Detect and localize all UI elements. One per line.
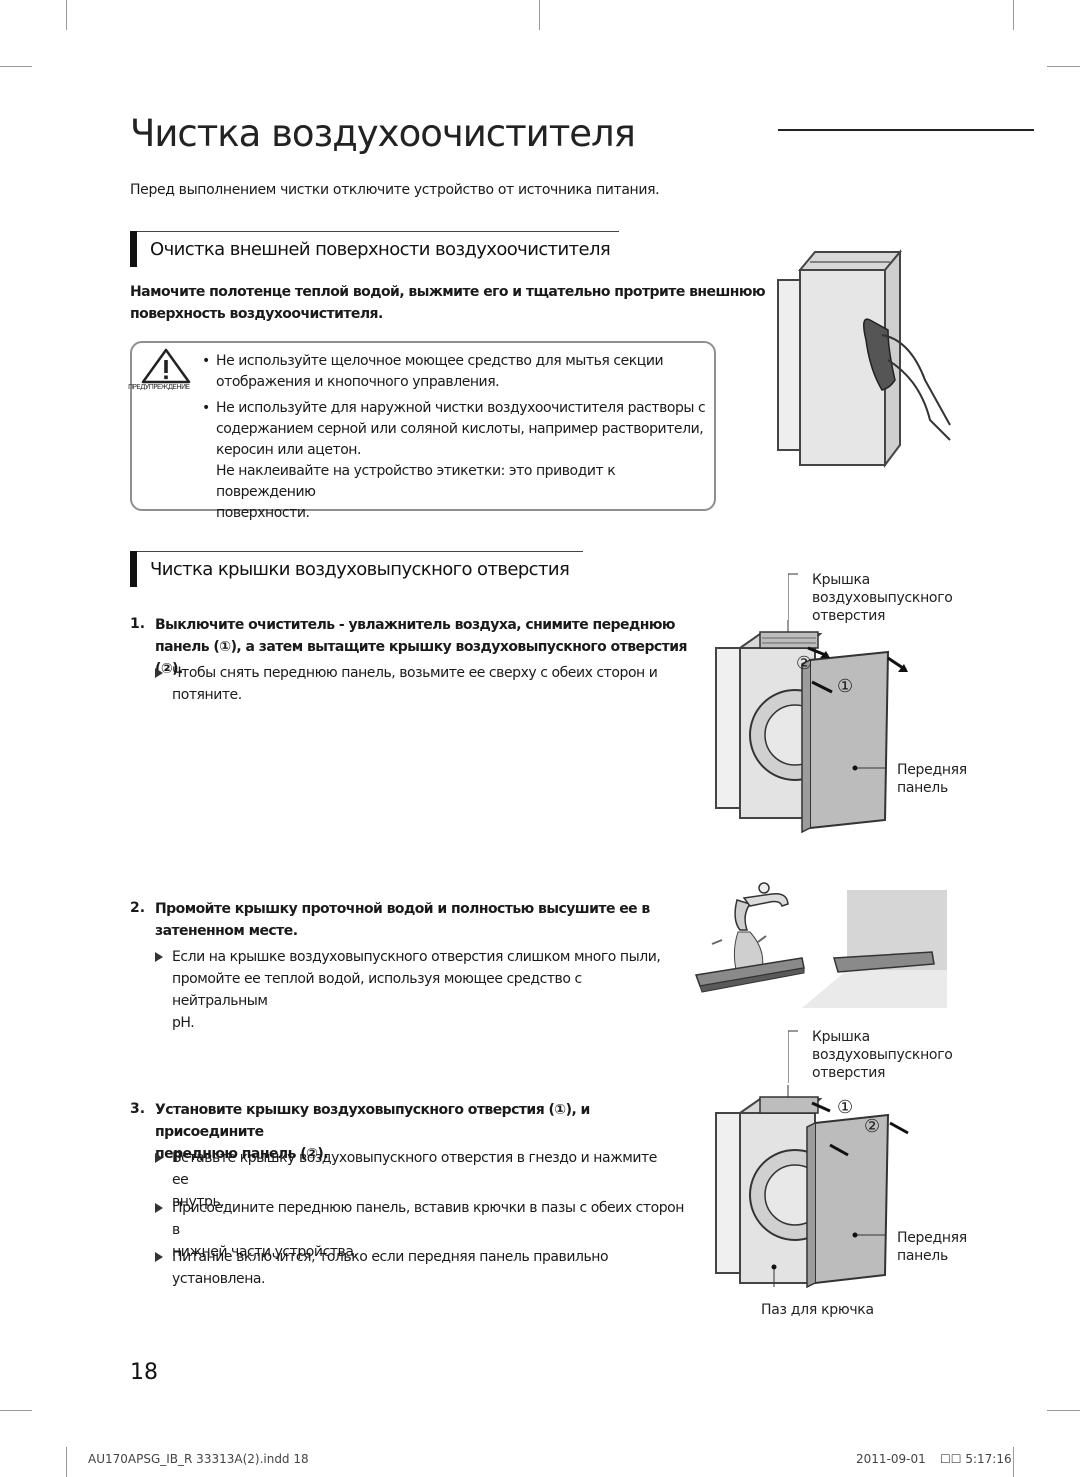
footer-file: AU170APSG_IB_R 33313A(2).indd 18 (88, 1452, 309, 1466)
step-line: затененном месте. (155, 923, 298, 939)
crop-mark (66, 0, 67, 30)
install-panel-illustration (715, 1085, 909, 1289)
label-line: воздуховыпускного (812, 590, 953, 606)
label-line: Крышка (812, 572, 870, 588)
bullet: • (202, 353, 210, 369)
note-line: Вставьте крышку воздуховыпускного отверс… (172, 1150, 657, 1188)
label-line: отверстия (812, 608, 886, 624)
crop-mark (1013, 0, 1014, 30)
marker-2: ② (796, 653, 812, 674)
step-line: Выключите очиститель - увлажнитель возду… (155, 617, 676, 633)
warning-line: Не используйте щелочное моющее средство … (216, 353, 664, 369)
warning-line: керосин или ацетон. (216, 442, 362, 458)
crop-mark (1047, 1410, 1080, 1411)
step-line: переднюю панель (②). (155, 1146, 329, 1162)
note-line: Присоедините переднюю панель, вставив кр… (172, 1200, 684, 1238)
warning-item-1: • Не используйте щелочное моющее средств… (202, 351, 706, 393)
arrow-bullet-icon (155, 952, 163, 962)
label-line: Передняя (897, 762, 967, 778)
crop-mark (1047, 66, 1080, 67)
step-1-text: Выключите очиститель - увлажнитель возду… (155, 614, 695, 680)
remove-panel-illustration (715, 620, 908, 834)
warning-line: Не наклеивайте на устройство этикетки: э… (216, 463, 616, 500)
wash-dry-illustration (694, 882, 947, 1008)
arrow-bullet-icon (155, 668, 163, 678)
note-line: установлена. (172, 1271, 266, 1287)
step-number: 2. (130, 900, 146, 916)
note-line: Если на крышке воздуховыпускного отверст… (172, 949, 661, 965)
label-line: панель (897, 780, 948, 796)
note-line: Питание включится, только если передняя … (172, 1249, 609, 1265)
label-line: панель (897, 1248, 948, 1264)
marker-1: ① (837, 1097, 853, 1118)
step-3-text: Установите крышку воздуховыпускного отве… (155, 1099, 695, 1165)
front-panel-label: Передняя панель (897, 1229, 967, 1265)
note-line: Чтобы снять переднюю панель, возьмите ее… (172, 665, 658, 681)
crop-mark (0, 1410, 32, 1411)
note-line: нижней части устройства. (172, 1244, 358, 1260)
label-line: отверстия (812, 1065, 886, 1081)
section-bar (130, 231, 137, 267)
section-bar (130, 551, 137, 587)
note-line: pH. (172, 1015, 195, 1031)
warning-icon (141, 348, 191, 384)
step-number: 3. (130, 1101, 146, 1117)
warning-label: ПРЕДУПРЕЖДЕНИЕ (128, 383, 190, 391)
step-line: Промойте крышку проточной водой и полнос… (155, 901, 650, 917)
arrow-bullet-icon (155, 1153, 163, 1163)
page-title: Чистка воздухоочистителя (130, 112, 636, 155)
wiping-illustration (777, 249, 951, 468)
step-number: 1. (130, 616, 146, 632)
warning-box (130, 341, 716, 511)
marker-2: ② (864, 1116, 880, 1137)
note-line: потяните. (172, 687, 242, 703)
note-line: промойте ее теплой водой, используя моющ… (172, 971, 582, 1009)
section-title: Чистка крышки воздуховыпускного отверсти… (150, 559, 570, 580)
section-rule (137, 231, 619, 232)
footer-date: 2011-09-01 (856, 1452, 926, 1466)
warning-item-2: • Не используйте для наружной чистки воз… (202, 398, 706, 524)
title-rule (778, 129, 1034, 131)
step-2-text: Промойте крышку проточной водой и полнос… (155, 898, 695, 942)
label-line: воздуховыпускного (812, 1047, 953, 1063)
warning-line: поверхности. (216, 505, 310, 521)
arrow-bullet-icon (155, 1252, 163, 1262)
front-panel-label: Передняя панель (897, 761, 967, 797)
marker-1: ① (837, 676, 853, 697)
section-title: Очистка внешней поверхности воздухоочист… (150, 239, 611, 260)
label-line: Передняя (897, 1230, 967, 1246)
section-rule (137, 551, 583, 552)
instruction-line: поверхность воздухоочистителя. (130, 306, 383, 322)
step-line: панель (①), а затем вытащите крышку возд… (155, 639, 687, 677)
outlet-cover-label: Крышка воздуховыпускного отверстия (812, 571, 953, 625)
crop-mark (66, 1447, 67, 1477)
warning-line: Не используйте для наружной чистки возду… (216, 400, 706, 416)
arrow-bullet-icon (155, 1203, 163, 1213)
page-number: 18 (130, 1360, 158, 1385)
crop-mark (0, 66, 32, 67)
outlet-cover-label: Крышка воздуховыпускного отверстия (812, 1028, 953, 1082)
bullet: • (202, 400, 210, 416)
instruction-line: Намочите полотенце теплой водой, выжмите… (130, 284, 766, 300)
exterior-instruction: Намочите полотенце теплой водой, выжмите… (130, 281, 766, 325)
warning-line: содержанием серной или соляной кислоты, … (216, 421, 704, 437)
note-line: внутрь. (172, 1194, 225, 1210)
step-line: Установите крышку воздуховыпускного отве… (155, 1102, 590, 1140)
footer-time: ☐☐ 5:17:16 (940, 1452, 1012, 1466)
crop-mark (539, 0, 540, 30)
callout-leader (788, 573, 798, 624)
hook-slot-label: Паз для крючка (761, 1302, 874, 1318)
callout-leader (788, 1030, 798, 1083)
crop-mark (1013, 1447, 1014, 1477)
intro-text: Перед выполнением чистки отключите устро… (130, 182, 660, 198)
label-line: Крышка (812, 1029, 870, 1045)
warning-line: отображения и кнопочного управления. (216, 374, 500, 390)
